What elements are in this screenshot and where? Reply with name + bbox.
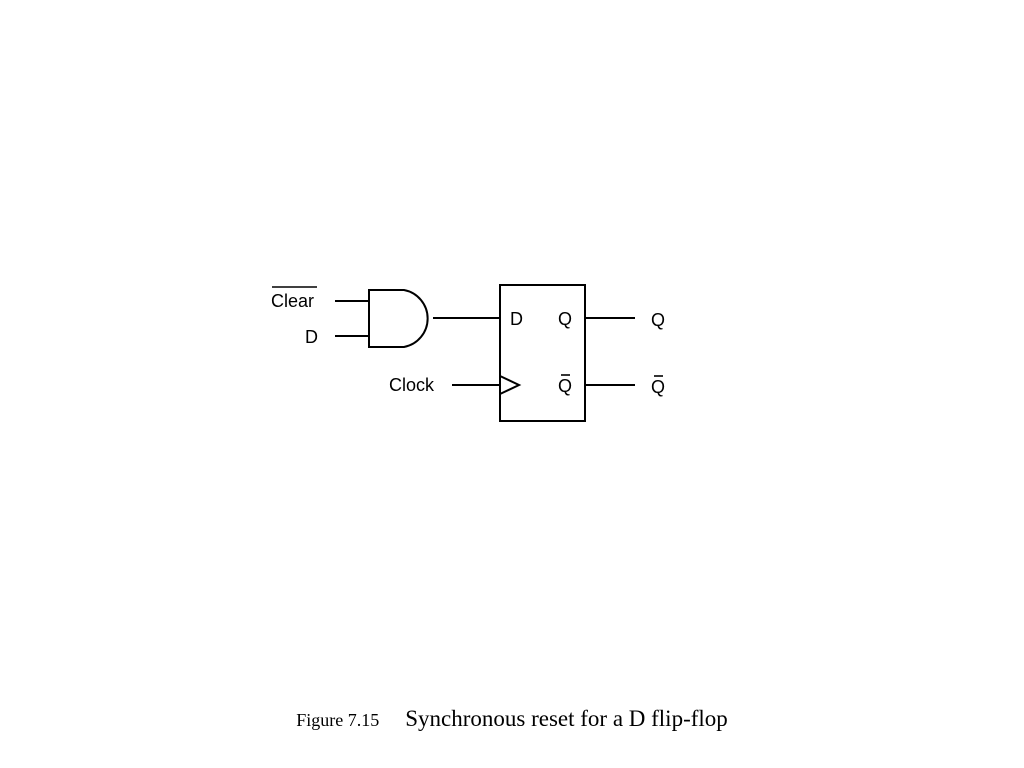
- and-gate: [368, 289, 429, 348]
- ff-qbar-pin-label: Q: [558, 376, 572, 396]
- d-input-label: D: [305, 327, 318, 347]
- ff-q-pin-label: Q: [558, 309, 572, 329]
- q-output-label: Q: [651, 310, 665, 330]
- clock-edge-indicator: [499, 375, 522, 395]
- ff-d-pin-label: D: [510, 309, 523, 329]
- clear-input-label: Clear: [271, 291, 314, 311]
- figure-title: Synchronous reset for a D flip-flop: [405, 706, 728, 731]
- figure-caption: Figure 7.15 Synchronous reset for a D fli…: [0, 706, 1024, 732]
- clock-input-label: Clock: [389, 375, 435, 395]
- qbar-output-label: Q: [651, 377, 665, 397]
- figure-number: Figure 7.15: [296, 710, 380, 730]
- d-flip-flop: [499, 284, 586, 422]
